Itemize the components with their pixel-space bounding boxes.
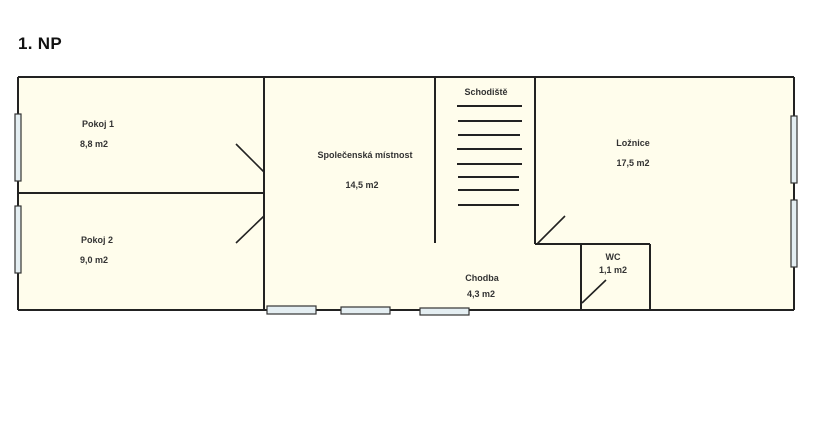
door-pokoj1 — [235, 143, 265, 173]
window-bottom-1 — [266, 305, 317, 315]
door-pokoj2 — [235, 215, 265, 244]
room-name-pokoj2: Pokoj 2 — [80, 235, 114, 245]
room-name-schodiste: Schodiště — [464, 87, 508, 97]
door-loznice — [536, 215, 566, 245]
room-area-pokoj1: 8,8 m2 — [79, 139, 109, 149]
room-area-loznice: 17,5 m2 — [616, 158, 650, 168]
window-pokoj2 — [14, 205, 22, 274]
window-loznice-2 — [790, 199, 798, 268]
room-area-spolecenska: 14,5 m2 — [345, 180, 379, 190]
window-loznice-1 — [790, 115, 798, 184]
room-name-wc: WC — [605, 252, 621, 262]
window-pokoj1 — [14, 113, 22, 182]
room-area-chodba: 4,3 m2 — [466, 289, 496, 299]
doors — [235, 143, 607, 304]
room-name-loznice: Ložnice — [616, 138, 650, 148]
room-area-pokoj2: 9,0 m2 — [79, 255, 109, 265]
window-bottom-2 — [340, 306, 391, 315]
walls — [17, 76, 795, 311]
window-bottom-3 — [419, 307, 470, 316]
door-wc — [581, 279, 607, 304]
windows — [14, 113, 798, 316]
floor-title: 1. NP — [18, 34, 63, 53]
room-name-pokoj1: Pokoj 1 — [81, 119, 115, 129]
room-name-spolecenska: Společenská místnost — [317, 150, 413, 160]
room-area-wc: 1,1 m2 — [598, 265, 628, 275]
stair-steps — [457, 105, 522, 206]
room-name-chodba: Chodba — [465, 273, 499, 283]
